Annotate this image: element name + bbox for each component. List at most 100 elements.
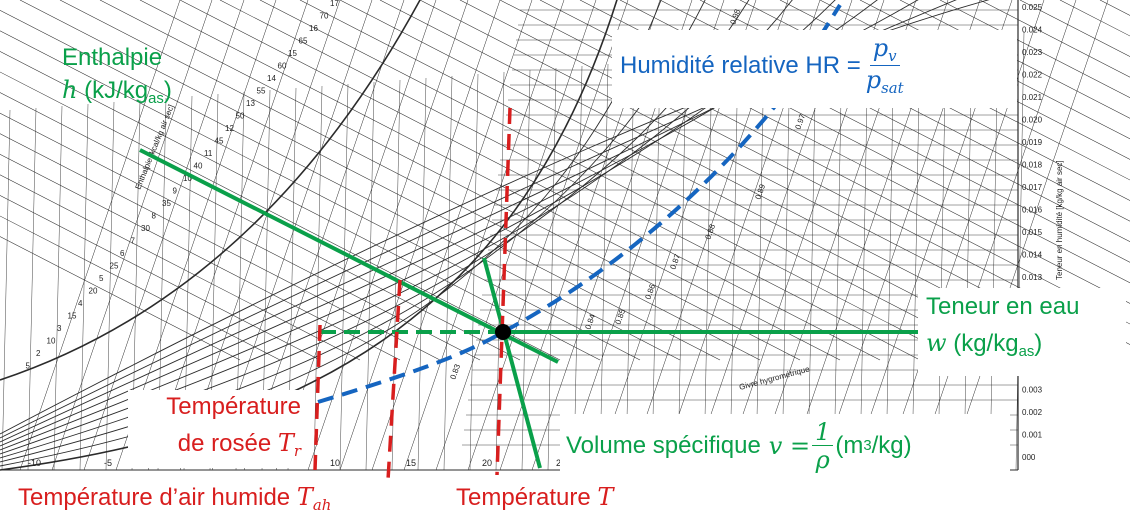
relative-humidity-label: Humidité relative HR = pv psat bbox=[620, 36, 909, 96]
right-axis-value: 0.018 bbox=[1022, 161, 1043, 170]
relative-humidity-fraction: pv psat bbox=[863, 36, 907, 96]
enthalpy-grid-line bbox=[979, 0, 1130, 78]
wet-bulb-symbol-sub: ah bbox=[312, 496, 332, 515]
rh-den: p bbox=[865, 66, 882, 95]
volume-grid-line bbox=[403, 0, 565, 471]
enthalpy-scale-value: 6 bbox=[120, 249, 125, 258]
enthalpy-grid-line bbox=[0, 71, 561, 361]
specific-volume-fraction: 1 ρ bbox=[812, 420, 834, 474]
enthalpy-grid-line bbox=[299, 0, 1001, 361]
temperature-grid-line bbox=[703, 55, 713, 471]
relative-humidity-grid-curve bbox=[0, 0, 990, 435]
right-axis-value: 0.016 bbox=[1022, 206, 1043, 215]
right-axis-value: 0.015 bbox=[1022, 228, 1043, 237]
rh-num-sub: v bbox=[888, 47, 897, 66]
dew-point-symbol: T bbox=[277, 429, 294, 458]
temperature-text: Température bbox=[456, 484, 591, 511]
enthalpy-grid-line bbox=[0, 215, 281, 361]
temperature-label: Température T bbox=[456, 484, 613, 511]
enthalpy-title: Enthalpie bbox=[62, 44, 163, 71]
volume-unit-sup: 3 bbox=[863, 437, 872, 454]
chart-small-label: Givre hygrométrique bbox=[738, 364, 811, 392]
temperature-grid-line bbox=[27, 107, 37, 471]
rh-num: p bbox=[872, 34, 889, 62]
enthalpy-scale-value: 17 bbox=[330, 0, 339, 8]
specific-volume-symbol: v = bbox=[768, 431, 811, 460]
enthalpy-grid-line bbox=[0, 92, 521, 361]
enthalpy-scale-value: 12 bbox=[225, 124, 234, 133]
temperature-grid-line bbox=[833, 45, 843, 471]
water-unit-sub: as bbox=[1018, 344, 1035, 361]
volume-unit-open: (m bbox=[835, 431, 864, 459]
temperature-grid-line bbox=[677, 57, 687, 471]
rh-curve-label: 0.84 bbox=[583, 312, 597, 330]
volume-grid-line bbox=[339, 0, 501, 471]
enthalpy-scale-value: 25 bbox=[110, 262, 119, 271]
humidity-label-box bbox=[612, 30, 1017, 108]
saturation-curve bbox=[0, 0, 421, 381]
enthalpy-scale-value: 7 bbox=[131, 237, 136, 246]
temperature-grid-line bbox=[105, 101, 115, 471]
enthalpy-unit-open: (kJ/kg bbox=[84, 77, 149, 105]
enthalpy-unit-close: ) bbox=[163, 77, 172, 105]
enthalpy-unit-sub: as bbox=[148, 91, 164, 108]
volume-num: 1 bbox=[812, 420, 834, 446]
volume-grid-line bbox=[307, 0, 469, 471]
temperature-grid-line bbox=[1, 109, 11, 471]
x-tick-label: 20 bbox=[482, 458, 492, 468]
wet-bulb-temperature-line bbox=[386, 279, 402, 481]
enthalpy-scale-value: 2 bbox=[36, 349, 41, 358]
temperature-grid-line bbox=[365, 81, 375, 471]
x-tick-label: 15 bbox=[406, 458, 416, 468]
temperature-grid-line bbox=[339, 83, 349, 471]
volume-den: ρ bbox=[815, 446, 830, 474]
enthalpy-scale-value: 45 bbox=[215, 137, 224, 146]
enthalpy-grid-line bbox=[0, 9, 681, 361]
temperature-line bbox=[495, 107, 512, 476]
x-tick-label: 10 bbox=[330, 458, 340, 468]
volume-grid-line bbox=[19, 0, 181, 471]
dew-point-line1: Température bbox=[166, 393, 301, 420]
right-axis-value: 0.017 bbox=[1022, 183, 1043, 192]
enthalpy-scale-value: 15 bbox=[288, 49, 297, 58]
enthalpy-grid-line bbox=[0, 174, 361, 361]
temperature-grid-line bbox=[885, 41, 895, 471]
rh-den-sub: sat bbox=[881, 79, 904, 98]
temperature-symbol: T bbox=[597, 483, 614, 511]
enthalpy-grid-line bbox=[59, 0, 761, 361]
enthalpy-scale-value: 9 bbox=[173, 187, 178, 196]
dew-point-symbol-sub: r bbox=[293, 442, 301, 461]
enthalpy-grid-line bbox=[0, 153, 401, 361]
dew-point-line2: de rosée bbox=[177, 430, 272, 458]
enthalpy-scale-value: 55 bbox=[257, 87, 266, 96]
enthalpy-scale-value: 40 bbox=[194, 162, 203, 171]
enthalpy-scale-value: 8 bbox=[152, 212, 157, 221]
wet-bulb-temperature-label: Température d’air humide Tah bbox=[18, 484, 331, 514]
enthalpy-grid-line bbox=[0, 133, 441, 361]
state-point bbox=[495, 324, 511, 340]
water-content-title: Teneur en eau bbox=[926, 293, 1080, 320]
right-axis-value: 0.002 bbox=[1022, 408, 1043, 417]
right-axis-value: 0.022 bbox=[1022, 71, 1043, 80]
temperature-grid-line bbox=[547, 67, 557, 471]
volume-grid-line bbox=[51, 0, 213, 471]
right-axis-value: 0.019 bbox=[1022, 138, 1043, 147]
enthalpy-label: Enthalpie h (kJ/kgas) bbox=[62, 44, 172, 108]
temperature-grid-line bbox=[495, 71, 505, 471]
enthalpy-line bbox=[139, 148, 559, 364]
volume-grid-line bbox=[371, 0, 533, 471]
right-axis-value: 0.003 bbox=[1022, 386, 1043, 395]
specific-volume-text: Volume spécifique bbox=[566, 431, 761, 459]
right-axis-value: 0.013 bbox=[1022, 273, 1043, 282]
water-unit-open: (kg/kg bbox=[953, 330, 1019, 358]
temperature-grid-line bbox=[729, 53, 739, 471]
specific-volume-line bbox=[482, 257, 542, 469]
right-axis-label: Teneur en humidité [kg/kg air sec] bbox=[1055, 160, 1064, 280]
enthalpy-scale-value: 16 bbox=[309, 24, 318, 33]
enthalpy-grid-line bbox=[179, 0, 881, 361]
enthalpy-scale-value: 13 bbox=[246, 99, 255, 108]
enthalpy-scale-value: 60 bbox=[278, 62, 287, 71]
enthalpy-symbol: h bbox=[62, 76, 78, 105]
water-content-symbol: w bbox=[926, 329, 947, 358]
temperature-grid-line bbox=[911, 39, 921, 471]
